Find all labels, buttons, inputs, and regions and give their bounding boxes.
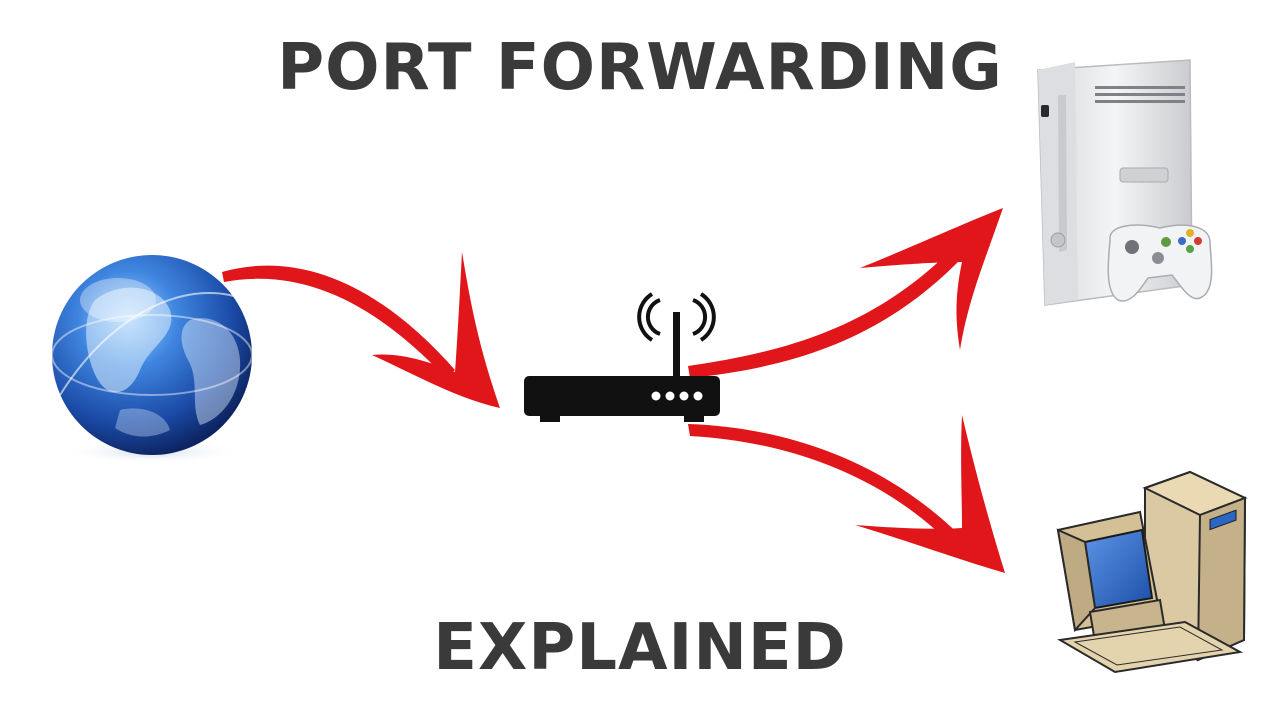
arrow-head (855, 415, 1005, 573)
arrow-shaft (688, 228, 982, 378)
globe-icon (51, 255, 253, 464)
arrow-head (860, 208, 1003, 350)
arrow-internet-to-router (222, 252, 500, 408)
arrow-shaft (688, 424, 972, 556)
desktop-computer-icon (1056, 470, 1248, 674)
game-console-icon (1037, 59, 1213, 306)
arrow-router-to-console (688, 208, 1003, 378)
router-icon (524, 292, 720, 422)
diagram-title: PORT FORWARDING (277, 31, 1003, 105)
arrow-shaft (222, 265, 455, 378)
arrow-head (372, 252, 500, 408)
diagram-subtitle: EXPLAINED (433, 611, 847, 685)
arrow-router-to-computer (688, 415, 1005, 573)
